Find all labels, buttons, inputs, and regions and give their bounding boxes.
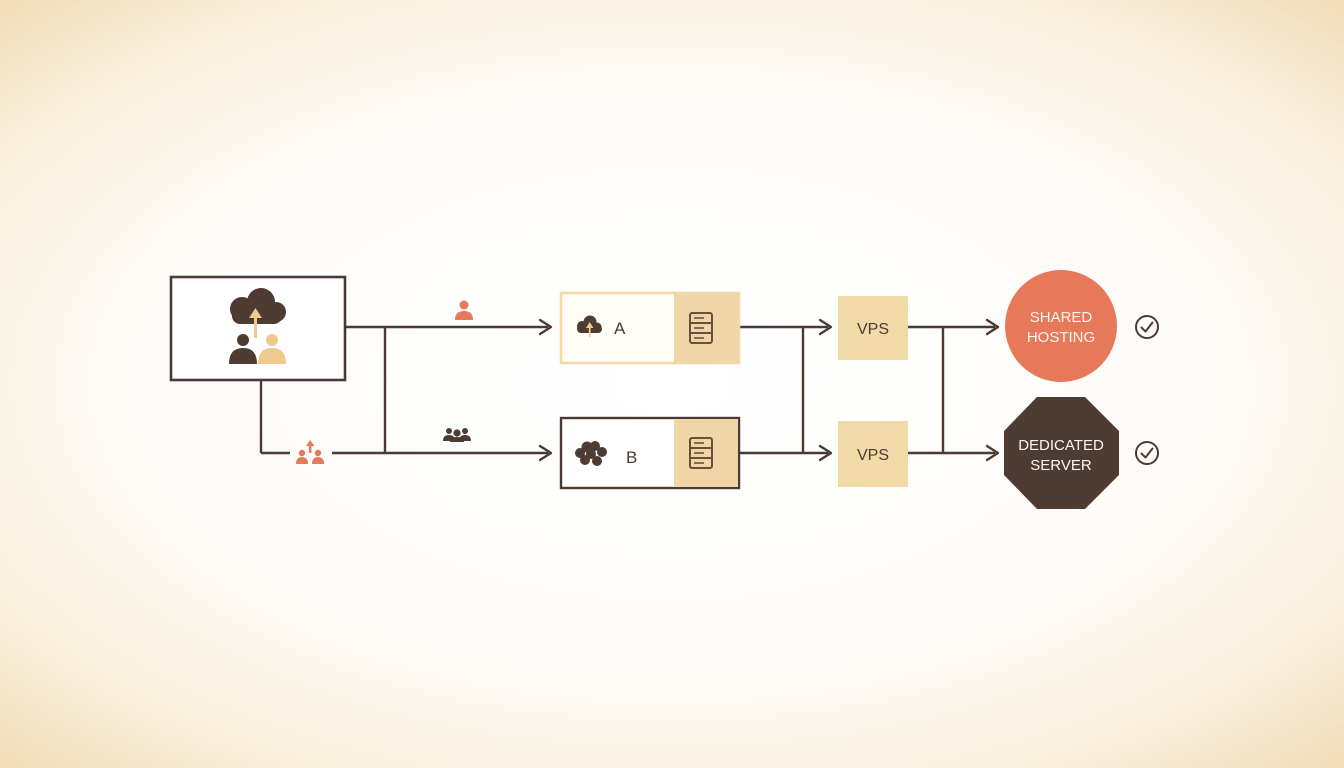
user-icon [455,300,473,320]
vps-top-box [838,296,908,360]
shared-hosting-line2: HOSTING [1027,329,1095,346]
plan-b-server-panel [674,419,738,487]
shared-hosting-line1: SHARED [1030,309,1093,326]
dedicated-server-octagon [1004,397,1119,509]
dedicated-server-line1: DEDICATED [1018,437,1104,454]
dedicated-server-line2: SERVER [1030,457,1092,474]
cloud-upload-users-icon [229,288,286,364]
plan-a-server-panel [674,294,738,362]
plan-a-node[interactable]: A [559,291,741,365]
check-circle-icon [1135,441,1159,465]
arrowhead-to-vps-bottom [818,444,833,462]
connector-lines [259,325,995,455]
arrowhead-to-a [538,318,553,336]
dedicated-server-node[interactable]: DEDICATED SERVER [1004,397,1119,509]
vps-bottom-node[interactable]: VPS [838,421,908,487]
arrowheads [538,318,1000,462]
check-circle-icon [1135,315,1159,339]
arrowhead-to-dedicated-server [985,444,1000,462]
cloud-cluster-icon [575,441,607,466]
vps-bottom-label: VPS [857,447,889,464]
vps-bottom-box [838,421,908,487]
server-icon [689,312,713,344]
cloud-upload-icon [577,315,602,337]
arrowhead-to-shared-hosting [985,318,1000,336]
shared-hosting-circle [1005,270,1117,382]
source-node [169,275,347,382]
plan-b-node[interactable]: B [559,416,741,490]
user-group-upload-icon [296,440,324,464]
arrowhead-to-vps-top [818,318,833,336]
plan-b-label: B [626,448,637,467]
vps-top-label: VPS [857,321,889,338]
source-box [169,275,347,382]
arrowhead-to-b [538,444,553,462]
shared-hosting-node[interactable]: SHARED HOSTING [1005,270,1117,382]
vps-top-node[interactable]: VPS [838,296,908,360]
plan-a-label: A [614,319,626,338]
server-icon [689,437,713,469]
user-group-icon [443,428,471,442]
